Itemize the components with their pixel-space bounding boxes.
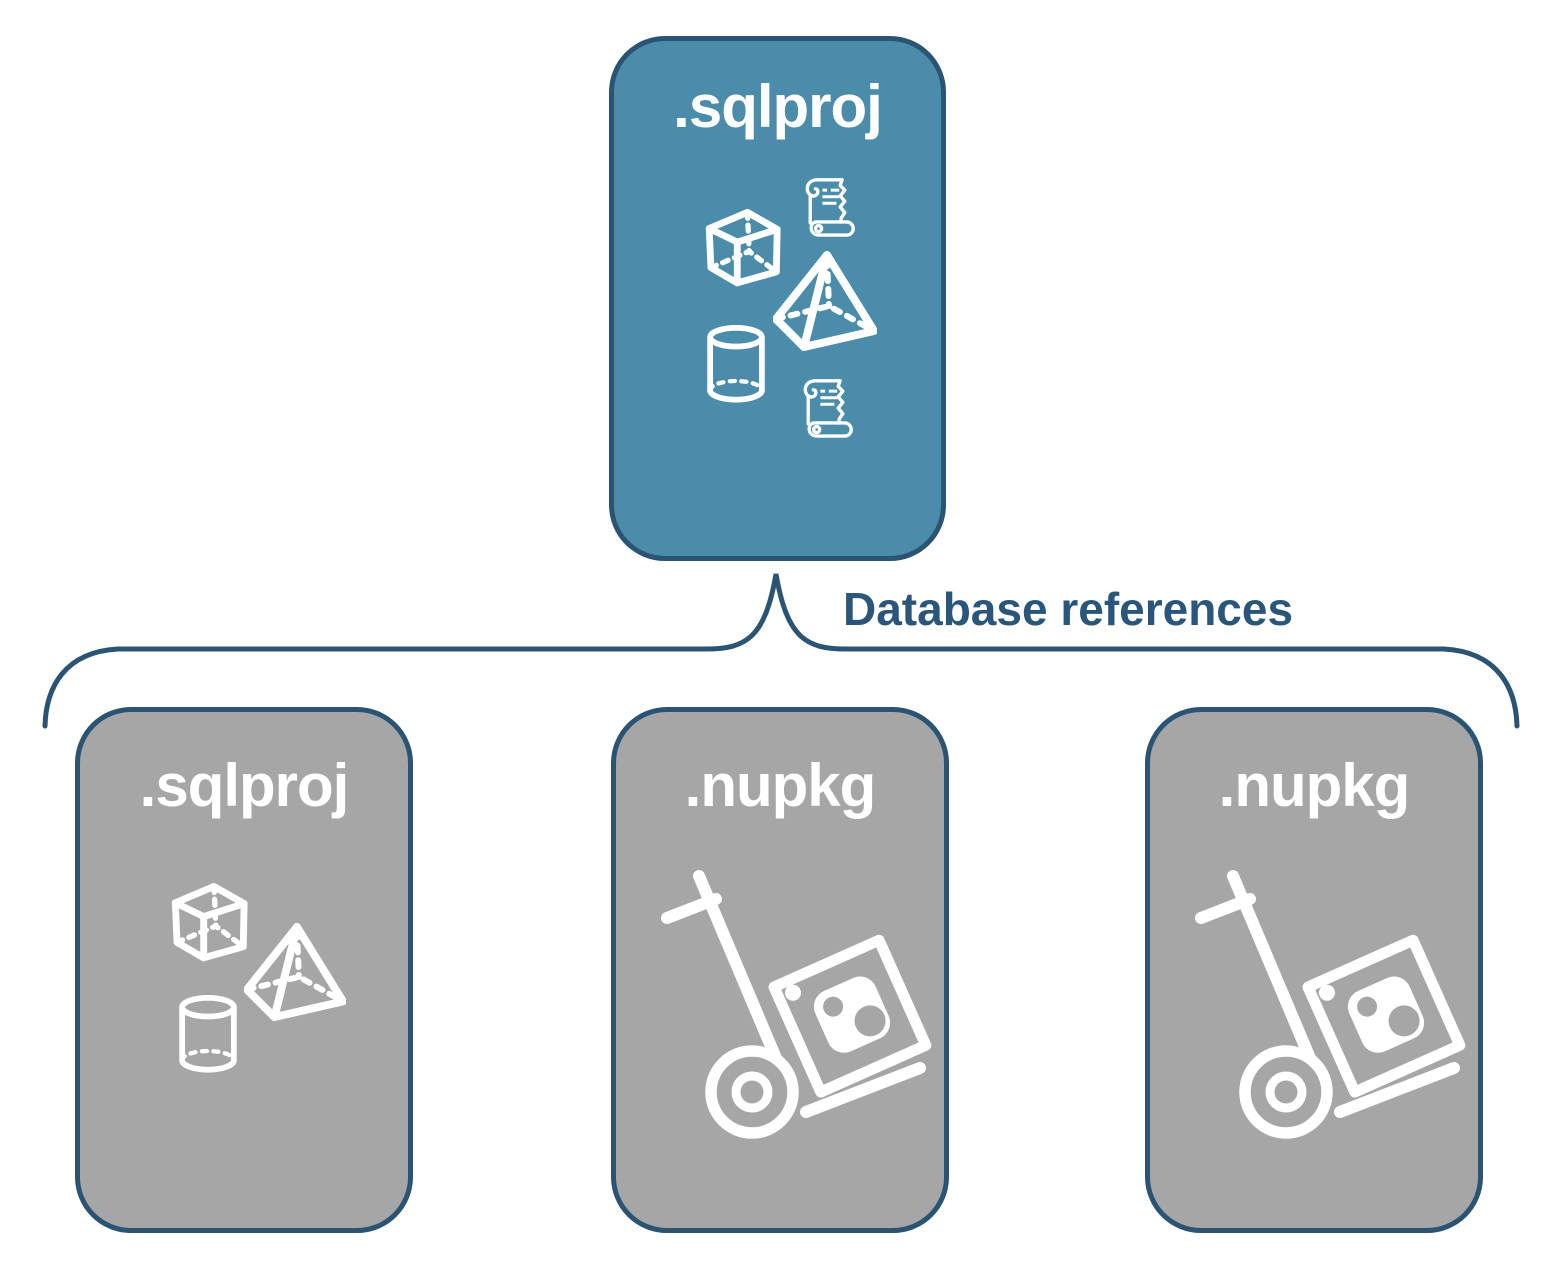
- pyramid-icon: [773, 251, 877, 351]
- cylinder-icon: [172, 995, 244, 1074]
- card-title: .sqlproj: [139, 752, 350, 819]
- card-root-sqlproj: .sqlproj: [609, 36, 946, 561]
- card-title: .sqlproj: [673, 73, 883, 140]
- scroll-icon: [797, 376, 855, 440]
- nuget-handtruck-icon: [1176, 854, 1476, 1154]
- card-child-nupkg-1: .nupkg: [611, 707, 949, 1233]
- edge-label: Database references: [843, 583, 1294, 635]
- cube-icon: [165, 877, 251, 963]
- pyramid-icon: [244, 923, 346, 1021]
- card-title: .nupkg: [1218, 752, 1411, 819]
- cylinder-icon: [700, 325, 772, 404]
- cube-icon: [699, 203, 784, 288]
- card-child-nupkg-2: .nupkg: [1145, 707, 1483, 1233]
- scroll-icon: [799, 175, 857, 239]
- nuget-handtruck-icon: [642, 854, 942, 1154]
- card-title: .nupkg: [684, 752, 877, 819]
- card-child-sqlproj: .sqlproj: [75, 707, 413, 1233]
